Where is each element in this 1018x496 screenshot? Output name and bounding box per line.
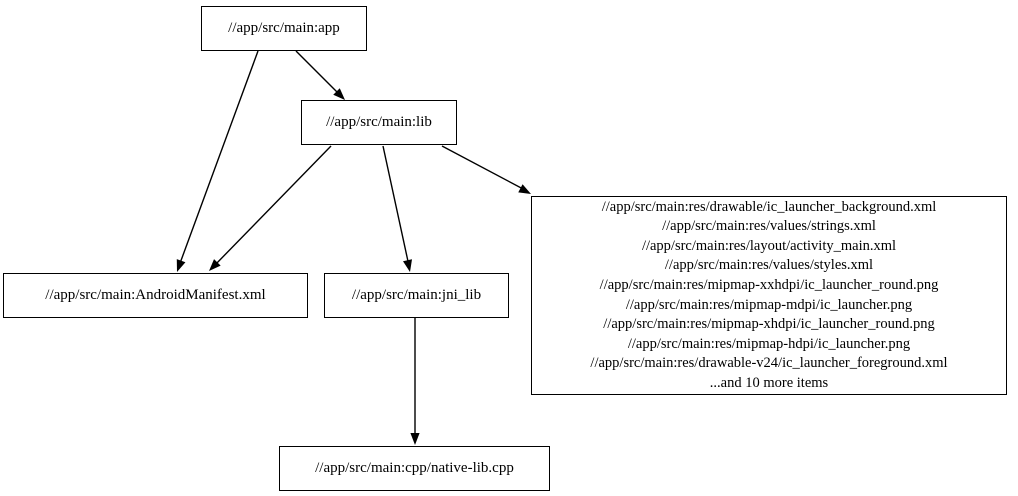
- node-android-manifest-label: //app/src/main:AndroidManifest.xml: [45, 286, 266, 303]
- node-jni-lib-label: //app/src/main:jni_lib: [351, 286, 482, 303]
- node-lib-label: //app/src/main:lib: [326, 113, 432, 130]
- node-android-manifest[interactable]: //app/src/main:AndroidManifest.xml: [3, 273, 308, 318]
- node-native-lib-cpp-label: //app/src/main:cpp/native-lib.cpp: [315, 459, 514, 476]
- arrowhead-lib-to-jni-lib: [403, 259, 413, 272]
- edge-lib-to-manifest: [213, 145, 332, 267]
- arrowhead-jni-lib-to-native-lib: [410, 433, 420, 445]
- node-resources-group-label: //app/src/main:res/drawable/ic_launcher_…: [590, 198, 948, 391]
- arrowhead-lib-to-resources: [518, 184, 531, 194]
- node-resources-group[interactable]: //app/src/main:res/drawable/ic_launcher_…: [531, 196, 1007, 395]
- node-lib[interactable]: //app/src/main:lib: [301, 100, 457, 145]
- node-native-lib-cpp[interactable]: //app/src/main:cpp/native-lib.cpp: [279, 446, 550, 491]
- edge-app-to-lib: [295, 50, 341, 96]
- edge-app-to-manifest: [178, 50, 259, 267]
- arrowhead-lib-to-manifest: [209, 259, 221, 271]
- node-app[interactable]: //app/src/main:app: [201, 6, 367, 51]
- arrowhead-app-to-lib: [333, 88, 345, 100]
- edge-lib-to-jni-lib: [382, 145, 410, 267]
- arrowhead-app-to-manifest: [176, 259, 186, 272]
- node-app-label: //app/src/main:app: [228, 19, 340, 36]
- edge-lib-to-resources: [441, 145, 526, 191]
- node-jni-lib[interactable]: //app/src/main:jni_lib: [324, 273, 509, 318]
